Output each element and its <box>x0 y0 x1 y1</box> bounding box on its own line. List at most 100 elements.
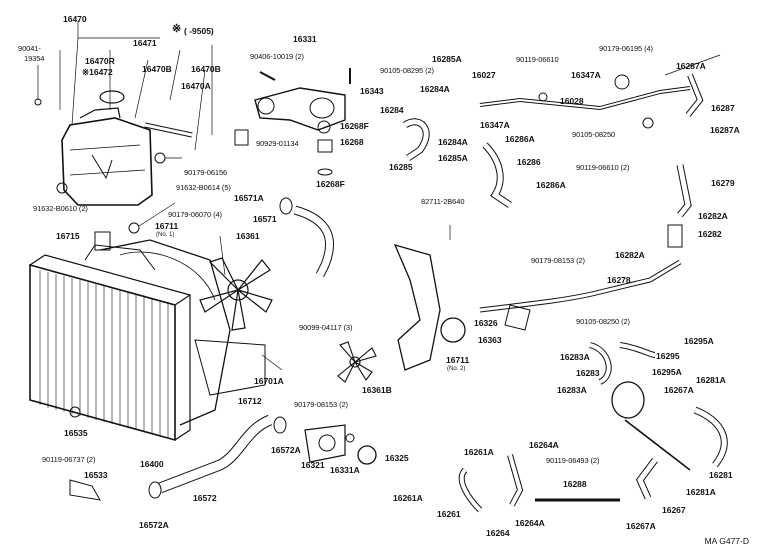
label-16287: 16287 <box>711 103 735 113</box>
label-16331A: 16331A <box>330 465 360 475</box>
label-16264: 16264 <box>486 528 510 538</box>
label-16470: 16470 <box>63 14 87 24</box>
label-90179-06195: 90179-06195 (4) <box>599 44 653 53</box>
label-16331: 16331 <box>293 34 317 44</box>
label-90041: 90041- <box>18 44 41 53</box>
label-16285A-2: 16285A <box>438 153 468 163</box>
label-16715: 16715 <box>56 231 80 241</box>
label-16571A: 16571A <box>234 193 264 203</box>
label-16279: 16279 <box>711 178 735 188</box>
label-16028: 16028 <box>560 96 584 106</box>
label-16533: 16533 <box>84 470 108 480</box>
label-16325: 16325 <box>385 453 409 463</box>
label-90929-01134: 90929-01134 <box>256 139 299 148</box>
label-16286: 16286 <box>517 157 541 167</box>
water-outlet-drawing <box>254 87 346 131</box>
label-16283A-1: 16283A <box>560 352 590 362</box>
label-91632-B0610: 91632-B0610 (2) <box>33 204 88 213</box>
label-16711-mid: 16711 <box>446 355 470 365</box>
label-16295A-1: 16295A <box>684 336 714 346</box>
label-16286A-2: 16286A <box>536 180 566 190</box>
fan-drawing <box>199 257 273 331</box>
label-16284: 16284 <box>380 105 404 115</box>
label-16268F-2: 16268F <box>316 179 345 189</box>
label-16470B-2: 16470B <box>191 64 221 74</box>
label-16286A-1: 16286A <box>505 134 535 144</box>
label-16326: 16326 <box>474 318 498 328</box>
label-16283: 16283 <box>576 368 600 378</box>
label-16288: 16288 <box>563 479 587 489</box>
label-16572A-2: 16572A <box>139 520 169 530</box>
label-16261: 16261 <box>437 509 461 519</box>
label-16347A-1: 16347A <box>480 120 510 130</box>
label-16264A-2: 16264A <box>515 518 545 528</box>
note-marker: ※ <box>172 23 182 35</box>
label-16285A-1: 16285A <box>432 54 462 64</box>
label-16400: 16400 <box>140 459 164 469</box>
label-16267A-2: 16267A <box>626 521 656 531</box>
label-16268: 16268 <box>340 137 364 147</box>
label-90119-06610-2: 90119-06610 (2) <box>576 163 630 172</box>
label-16261A-1: 16261A <box>464 447 494 457</box>
label-90105-08250-top: 90105-08250 <box>572 130 616 139</box>
label-91632-B0614: 91632-B0614 (5) <box>176 183 231 192</box>
label-16268F-1: 16268F <box>340 121 369 131</box>
label-16281A-2: 16281A <box>686 487 716 497</box>
label-16283A-2: 16283A <box>557 385 587 395</box>
label-90119-06610: 90119-06610 <box>516 55 559 64</box>
label-90099-04117: 90099-04117 (3) <box>299 323 353 332</box>
label-16571: 16571 <box>253 214 277 224</box>
label-90119-06737: 90119-06737 (2) <box>42 455 96 464</box>
label-16701A: 16701A <box>254 376 284 386</box>
label-90105-08295: 90105-08295 (2) <box>380 66 434 75</box>
label-16295A-2: 16295A <box>652 367 682 377</box>
label-16347A-2: 16347A <box>571 70 601 80</box>
label-16361: 16361 <box>236 231 260 241</box>
label-16712: 16712 <box>238 396 262 406</box>
diagram-code: MA G477-D <box>704 536 749 546</box>
label-16287A-1: 16287A <box>676 61 706 71</box>
label-90119-06493: 90119-06493 (2) <box>546 456 600 465</box>
label-16284A-2: 16284A <box>438 137 468 147</box>
reservoir-tank-drawing <box>61 107 153 206</box>
label-16295: 16295 <box>656 351 680 361</box>
label-16711-top: 16711 <box>155 221 179 231</box>
label-90179-06070: 90179-06070 (4) <box>168 210 222 219</box>
label-16535: 16535 <box>64 428 88 438</box>
label-16264A-1: 16264A <box>529 440 559 450</box>
radiator-drawing <box>29 244 192 442</box>
label-16470B-1: 16470B <box>142 64 172 74</box>
small-fan-drawing <box>337 341 377 383</box>
label-16471: 16471 <box>133 38 157 48</box>
label-16470R: 16470R <box>85 56 115 66</box>
label-16470A: 16470A <box>181 81 211 91</box>
label-16711-mid-sub: (No. 2) <box>447 366 466 372</box>
label-16472: ※16472 <box>82 67 113 77</box>
label-16261A-2: 16261A <box>393 493 423 503</box>
label-16284A-1: 16284A <box>420 84 450 94</box>
label-90179-06156: 90179-06156 <box>184 168 228 177</box>
label-16287A-2: 16287A <box>710 125 740 135</box>
label-16711-top-sub: (No. 1) <box>156 232 175 238</box>
label-90105-08250-mid: 90105-08250 (2) <box>576 317 630 326</box>
label-90179-08153-2: 90179-08153 (2) <box>294 400 348 409</box>
label-19354: 19354 <box>24 54 45 63</box>
label-16027: 16027 <box>472 70 496 80</box>
label-16282: 16282 <box>698 229 722 239</box>
label-16343: 16343 <box>360 86 384 96</box>
label-16572: 16572 <box>193 493 217 503</box>
label-16572A-1: 16572A <box>271 445 301 455</box>
label-16282A-2: 16282A <box>615 250 645 260</box>
label-16361B: 16361B <box>362 385 392 395</box>
label-16281A-1: 16281A <box>696 375 726 385</box>
label-90406-10019: 90406-10019 (2) <box>250 52 304 61</box>
label-16281: 16281 <box>709 470 733 480</box>
label-16267: 16267 <box>662 505 686 515</box>
label-16285: 16285 <box>389 162 413 172</box>
label-16267A-1: 16267A <box>664 385 694 395</box>
label-82711-2B640: 82711-2B640 <box>421 197 465 206</box>
label-16278: 16278 <box>607 275 631 285</box>
label-16282A-1: 16282A <box>698 211 728 221</box>
note-range: ( -9505) <box>184 26 214 36</box>
